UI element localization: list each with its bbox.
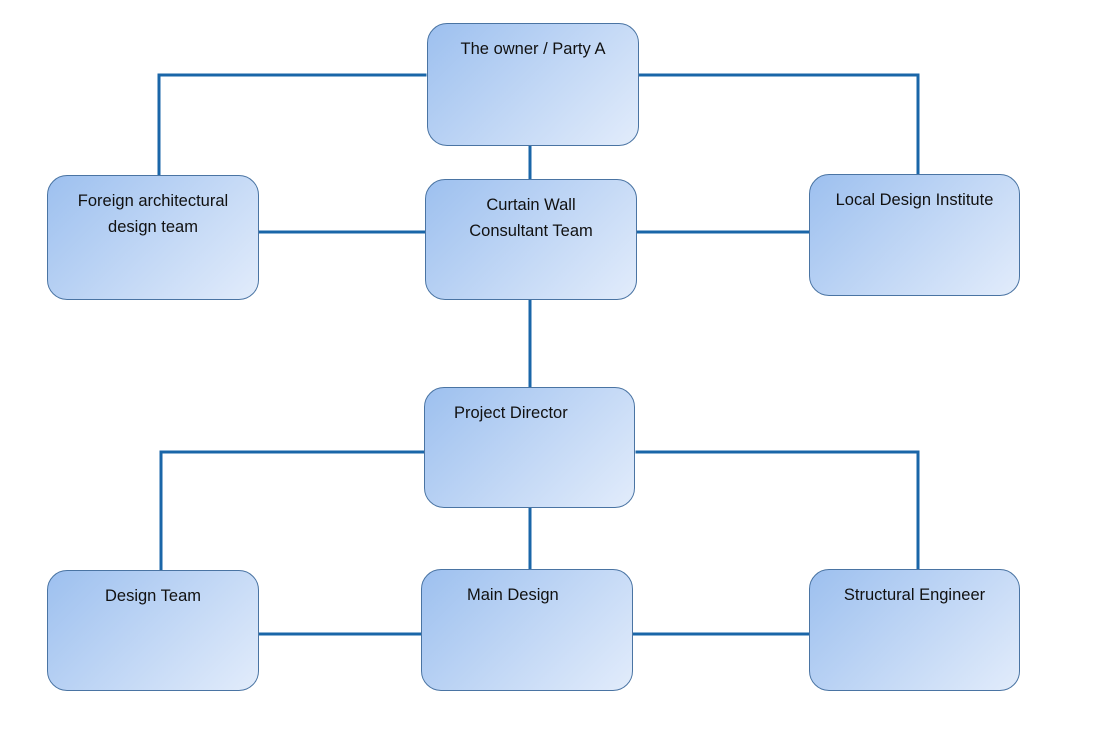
node-design-team-label: Design Team [105, 587, 201, 605]
node-structural-engineer[interactable]: Structural Engineer [809, 569, 1020, 691]
node-curtain-wall-consultant-team-label: Curtain Wall Consultant Team [469, 196, 593, 240]
node-main-design[interactable]: Main Design [421, 569, 633, 691]
node-structural-engineer-label: Structural Engineer [843, 586, 986, 604]
node-curtain-wall-consultant-team[interactable]: Curtain Wall Consultant Team [425, 179, 637, 300]
node-owner[interactable]: The owner / Party A [427, 23, 639, 146]
node-local-design-institute-label: Local Design Institute [835, 191, 994, 209]
node-design-team[interactable]: Design Team [47, 570, 259, 691]
node-foreign-architectural-design-team-label: Foreign architectural design team [77, 192, 229, 236]
node-foreign-architectural-design-team[interactable]: Foreign architectural design team [47, 175, 259, 300]
node-main-design-label: Main Design [467, 586, 559, 604]
node-local-design-institute[interactable]: Local Design Institute [809, 174, 1020, 296]
node-owner-label: The owner / Party A [460, 40, 606, 58]
node-project-director-label: Project Director [454, 404, 568, 422]
node-project-director[interactable]: Project Director [424, 387, 635, 508]
